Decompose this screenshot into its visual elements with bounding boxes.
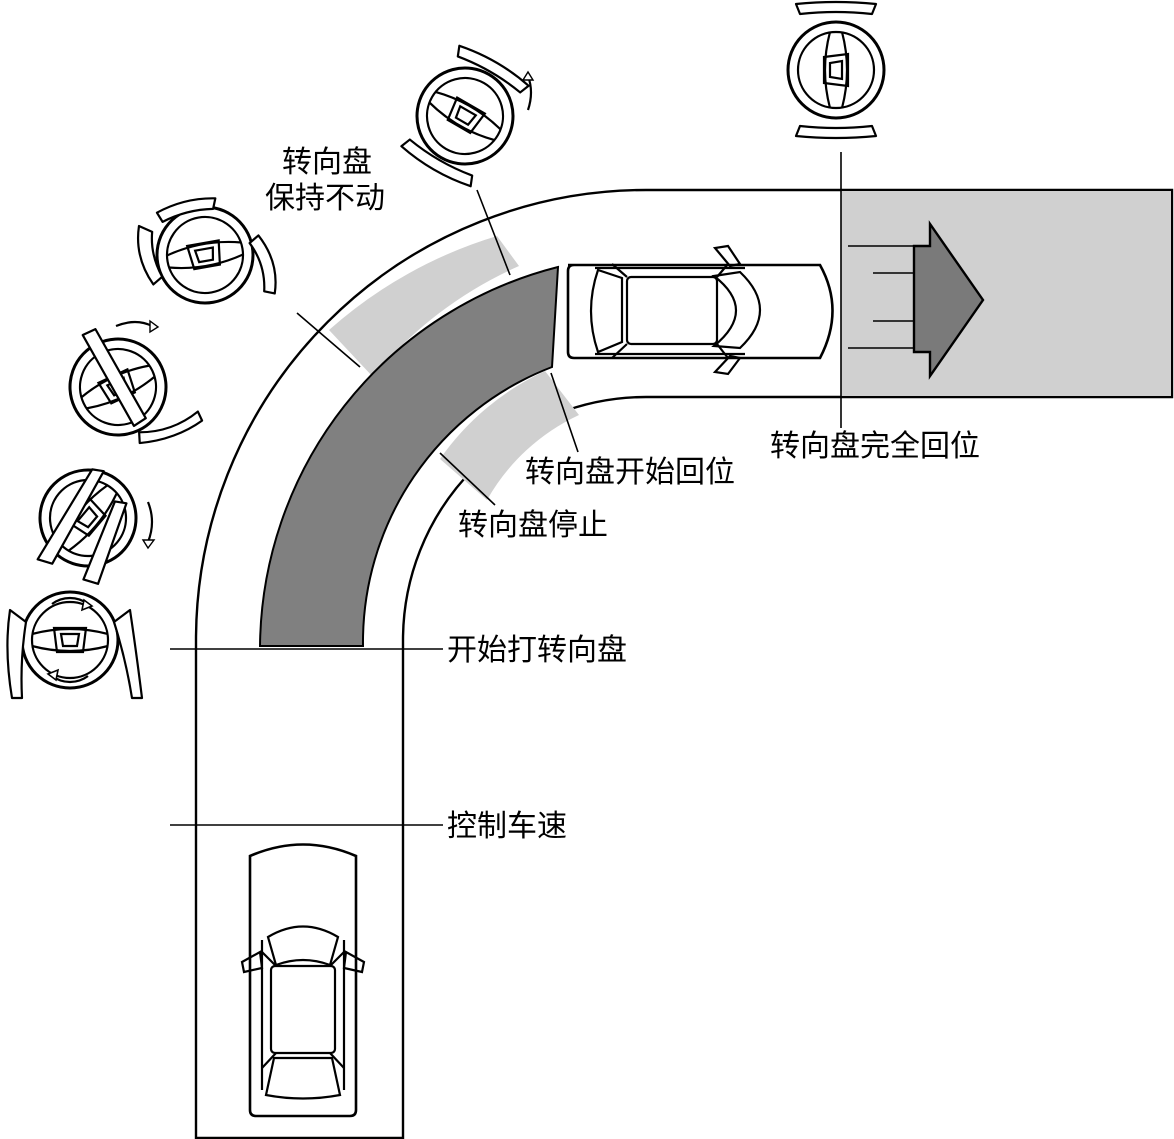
label-start-turning: 开始打转向盘 (447, 633, 627, 668)
label-control-speed: 控制车速 (447, 809, 567, 844)
direction-arrow-icon (848, 220, 985, 380)
steering-wheel-icon (52, 321, 204, 453)
label-steering-stop: 转向盘停止 (458, 508, 608, 543)
steering-active-zone (258, 265, 560, 647)
steering-wheel-icon (786, 0, 886, 140)
label-steering-hold-2: 保持不动 (265, 181, 385, 216)
rotation-arrow-icon (149, 319, 160, 334)
steering-wheel-icon (137, 197, 277, 313)
car-icon (566, 244, 834, 376)
rotation-arrow-icon (521, 70, 535, 81)
label-steering-start-return: 转向盘开始回位 (525, 455, 735, 490)
steering-hold-zone (329, 236, 519, 377)
label-steering-hold-1: 转向盘 (282, 145, 372, 180)
road (194, 152, 1174, 1139)
car-icon (240, 843, 366, 1118)
rotation-arrow-icon (141, 539, 156, 550)
rotation-arrow-icon (115, 320, 153, 328)
label-steering-fully-returned: 转向盘完全回位 (770, 429, 980, 464)
steering-wheel-icon (397, 44, 533, 188)
steering-return-zone (440, 371, 579, 500)
rotation-arrow-icon (526, 75, 533, 111)
callout-lines (170, 189, 579, 826)
steering-wheel-icon (6, 590, 144, 700)
steering-wheel-icon (18, 448, 158, 588)
straight-zone (841, 191, 1171, 396)
rotation-arrow-icon (146, 501, 154, 543)
labels: 转向盘 保持不动 转向盘开始回位 转向盘停止 转向盘完全回位 开始打转向盘 控制… (265, 145, 980, 844)
